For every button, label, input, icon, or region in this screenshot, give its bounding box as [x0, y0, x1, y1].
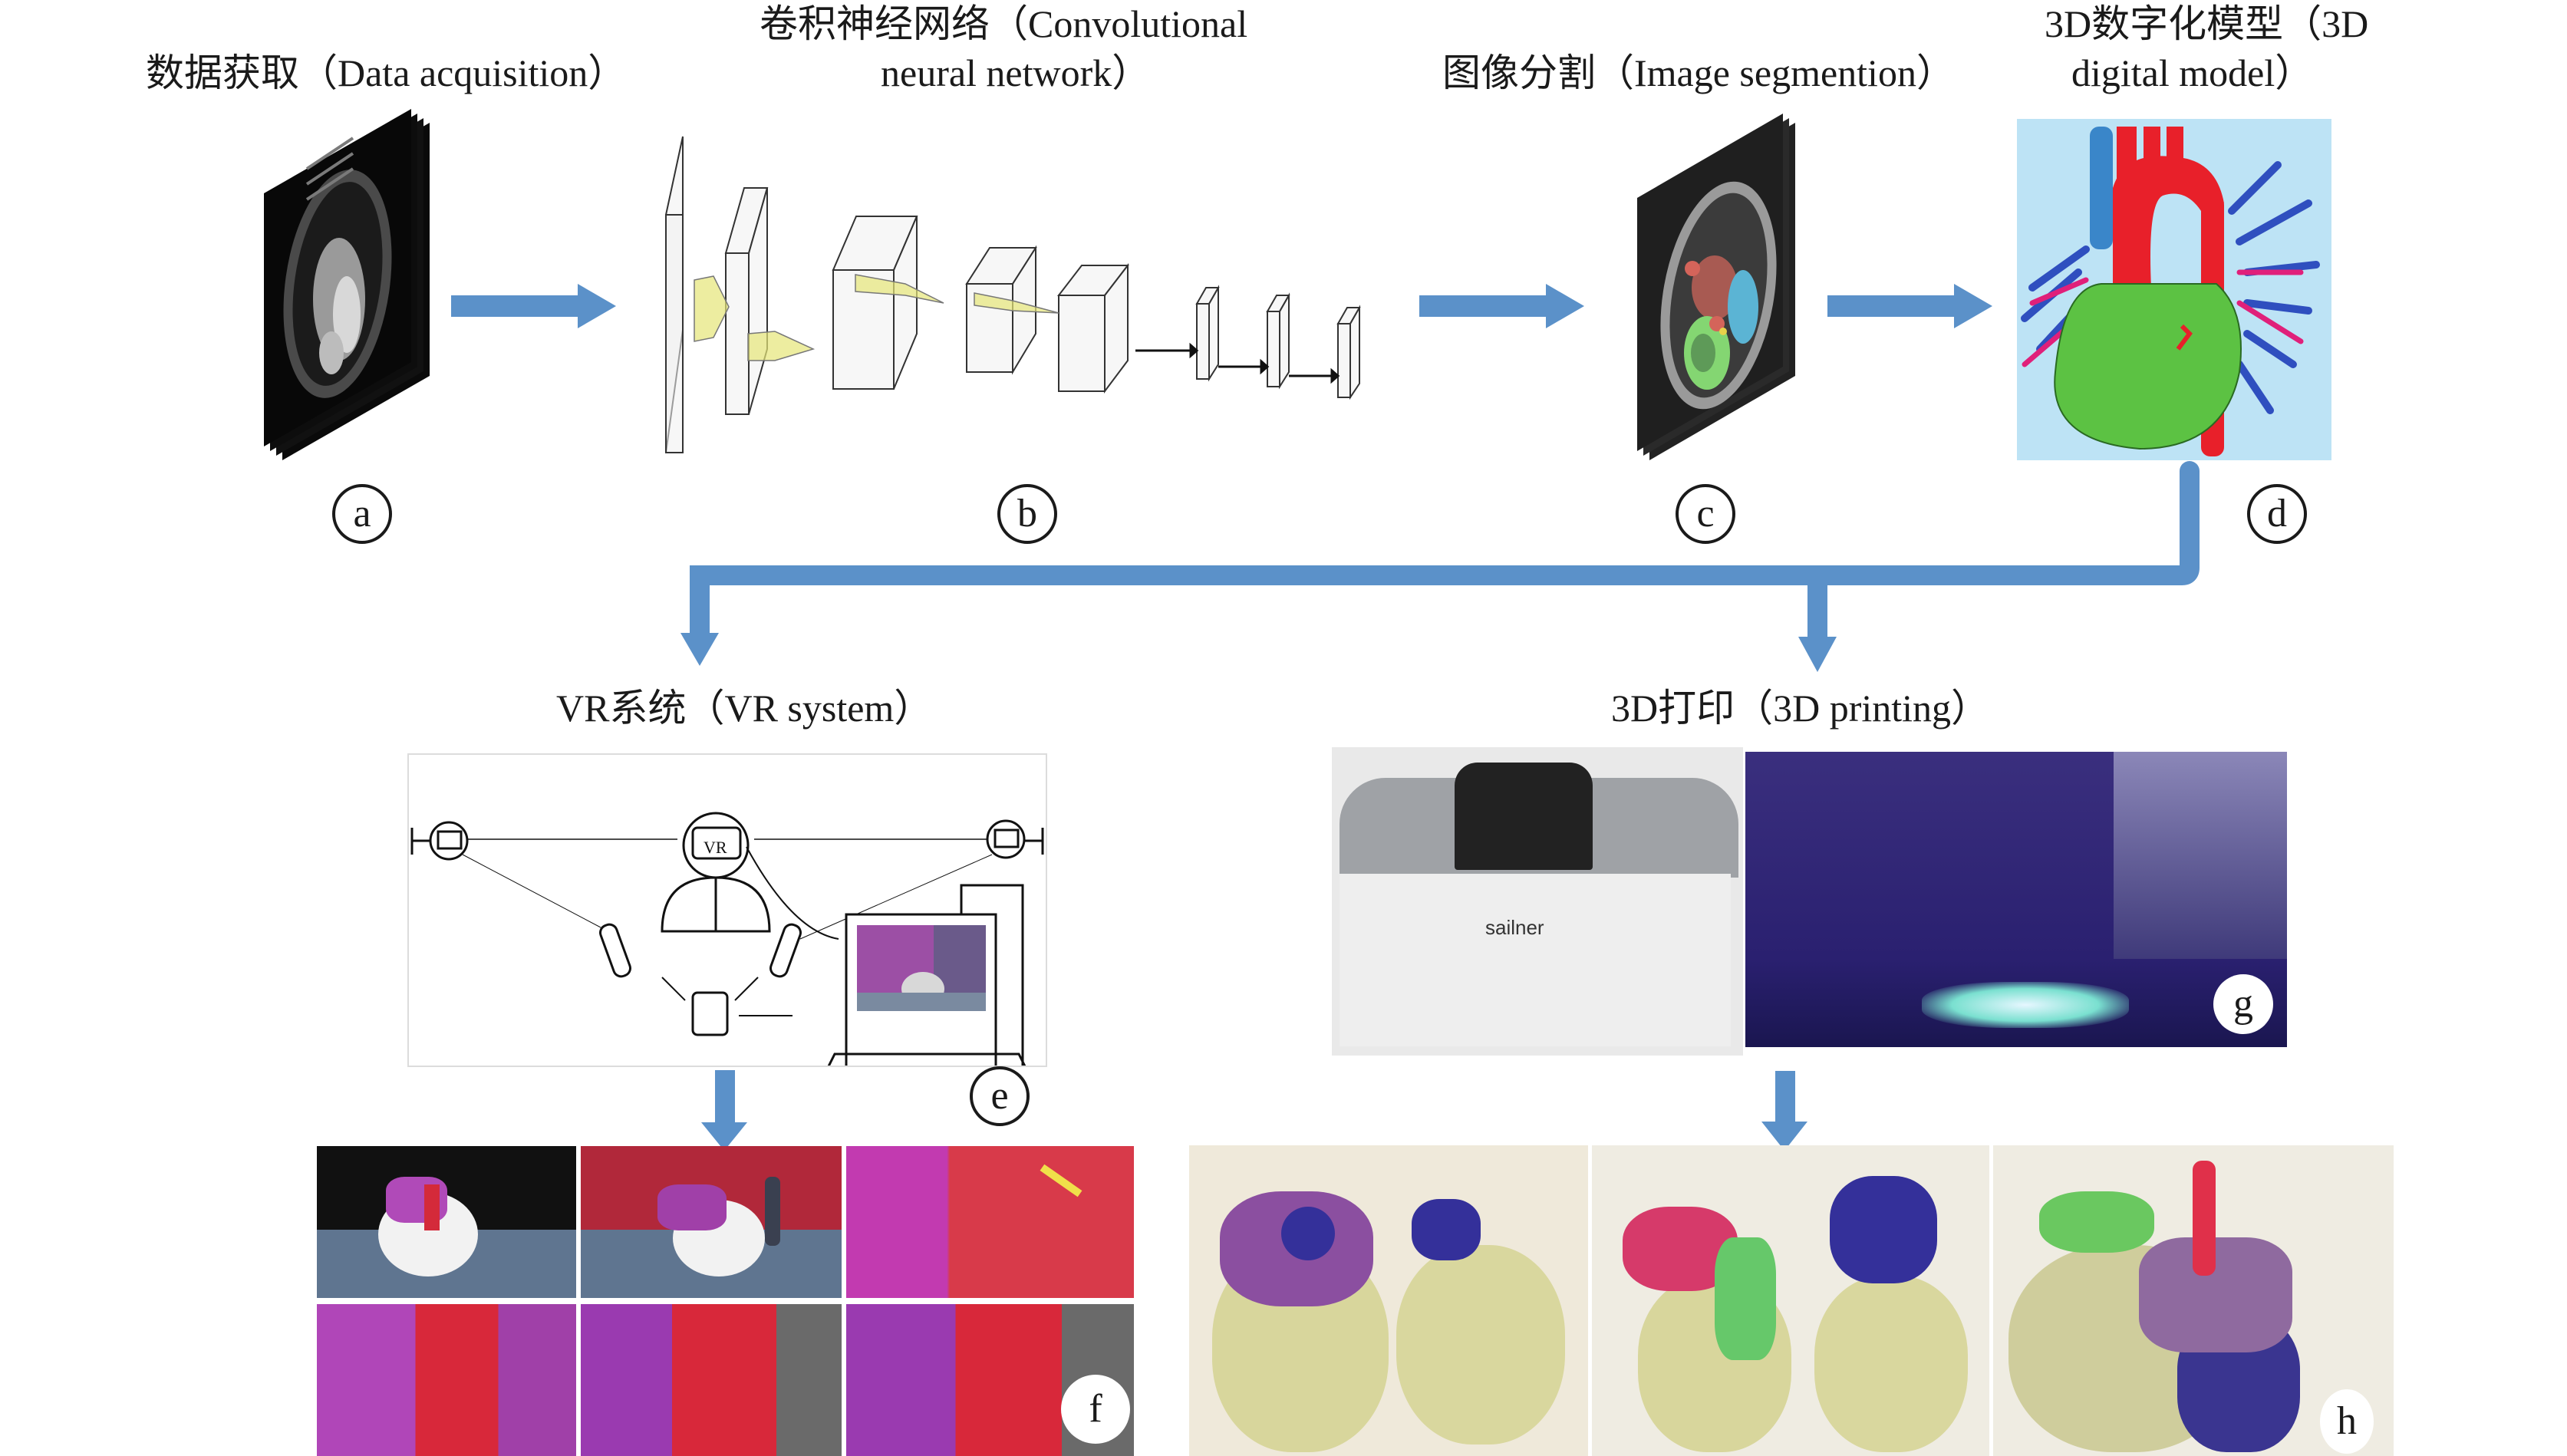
step-c-label: c: [1676, 484, 1735, 544]
vr-headset-text: VR: [704, 838, 727, 857]
vr-surgery-screenshots: f: [317, 1146, 1134, 1456]
3d-printer-photo: sailner: [1332, 747, 1743, 1056]
step-e-title: VR系统（VR system）: [556, 687, 933, 730]
step-g-label: g: [2213, 974, 2273, 1034]
printed-heart-photo-2: [1592, 1145, 1989, 1456]
step-b-label: b: [997, 484, 1057, 544]
3d-heart-model: [2017, 119, 2331, 460]
ct-scan-stack: [261, 109, 445, 460]
vr-screenshot-5: [581, 1304, 842, 1456]
printer-brand-logo: sailner: [1485, 916, 1544, 939]
connector-d-to-e-and-g: [680, 461, 2200, 672]
step-f-label: f: [1061, 1375, 1130, 1444]
printed-heart-photo-3: [1993, 1145, 2394, 1456]
printed-heart-photo-1: [1189, 1145, 1588, 1456]
arrow-e-to-f: [701, 1070, 747, 1151]
printed-heart-models: h: [1189, 1145, 2394, 1456]
arrow-a-to-b: [451, 284, 616, 328]
step-b-title-line2: neural network）: [881, 51, 1151, 94]
step-c-title: 图像分割（Image segmention）: [1442, 51, 1955, 94]
step-h-label: h: [2320, 1389, 2374, 1454]
step-d-title-line1: 3D数字化模型（3D: [2045, 2, 2369, 45]
segmented-ct-graphic: [1637, 114, 1795, 460]
vr-system-schematic: VR: [407, 753, 1047, 1067]
step-a-title: 数据获取（Data acquisition）: [146, 51, 627, 94]
uv-printing-photo: g: [1745, 752, 2287, 1047]
step-e-label: e: [970, 1066, 1030, 1126]
ct-stack-graphic: [264, 109, 430, 460]
step-d-label: d: [2247, 484, 2307, 544]
vr-screenshot-3: [846, 1146, 1134, 1298]
arrow-g-to-h: [1761, 1071, 1807, 1151]
heart-model-graphic: [2021, 127, 2320, 456]
arrow-b-to-c: [1419, 284, 1584, 328]
segmented-ct-stack: [1619, 114, 1803, 460]
vr-screenshot-4: [317, 1304, 576, 1456]
step-g-title: 3D打印（3D printing）: [1611, 687, 1990, 730]
arrow-c-to-d: [1827, 284, 1992, 328]
vr-screenshot-2: [581, 1146, 842, 1298]
step-d-title-line2: digital model）: [2071, 51, 2314, 94]
step-b-title-line1: 卷积神经网络（Convolutional: [760, 2, 1248, 45]
cnn-architecture: [660, 130, 1389, 460]
vr-screenshot-1: [317, 1146, 576, 1298]
step-a-label: a: [332, 484, 392, 544]
cnn-graphic: [665, 136, 1361, 453]
vr-schematic-graphic: VR: [410, 812, 1044, 1066]
